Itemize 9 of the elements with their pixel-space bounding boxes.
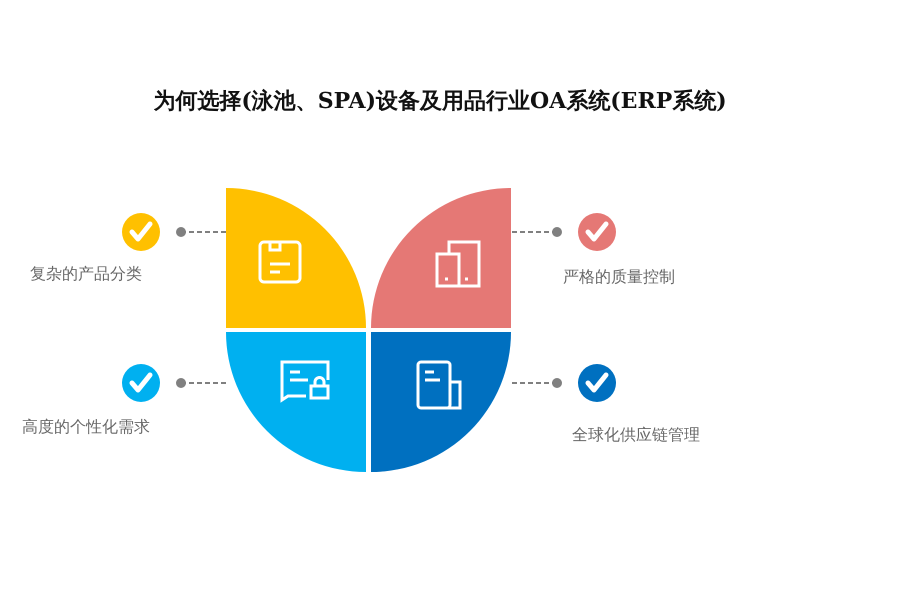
title: 为何选择(泳池、SPA)设备及用品行业OA系统(ERP系统) (152, 87, 728, 116)
leader-line (176, 227, 226, 237)
label-text: 全球化供应链管理 (572, 425, 700, 446)
leader-line (511, 378, 562, 388)
label-text: 高度的个性化需求 (22, 417, 150, 438)
leader-line (511, 227, 562, 237)
leader-line (176, 378, 226, 388)
label-text: 严格的质量控制 (563, 267, 675, 288)
label-text: 复杂的产品分类 (30, 264, 142, 285)
